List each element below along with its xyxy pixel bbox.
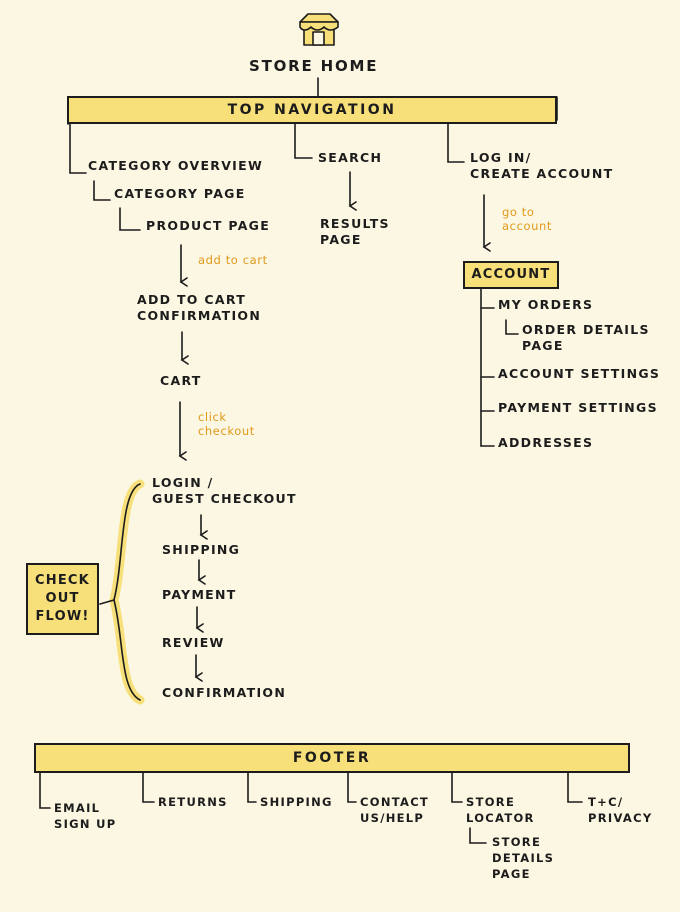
footer-tc-privacy: T+C/ PRIVACY xyxy=(588,795,653,825)
search: SEARCH xyxy=(318,150,383,165)
checkout-step-payment: PAYMENT xyxy=(162,587,237,602)
footer-label: FOOTER xyxy=(292,750,372,766)
note-go-to-account: go to account xyxy=(502,205,553,233)
store-home-title: STORE HOME xyxy=(249,57,379,75)
product-page: PRODUCT PAGE xyxy=(146,218,271,233)
cart: CART xyxy=(160,373,202,388)
account-label: ACCOUNT xyxy=(471,267,551,282)
account-payment-settings: PAYMENT SETTINGS xyxy=(498,400,658,415)
footer-store-locator: STORE LOCATOR xyxy=(466,795,535,825)
category-page: CATEGORY PAGE xyxy=(114,186,246,201)
add-to-cart-confirmation: ADD TO CART CONFIRMATION xyxy=(137,292,262,323)
account-box: ACCOUNT xyxy=(463,261,559,289)
account-order-details-page: ORDER DETAILS PAGE xyxy=(522,322,650,353)
note-add-to-cart: add to cart xyxy=(198,253,268,267)
checkout-step-login: LOGIN / GUEST CHECKOUT xyxy=(152,475,297,506)
footer-store-details-page: STORE DETAILS PAGE xyxy=(492,835,555,881)
category-overview: CATEGORY OVERVIEW xyxy=(88,158,264,173)
account-addresses: ADDRESSES xyxy=(498,435,594,450)
checkout-flow-label: CHECK OUT FLOW! xyxy=(35,573,90,624)
footer-email-sign-up: EMAIL SIGN UP xyxy=(54,801,117,831)
footer-returns: RETURNS xyxy=(158,795,228,809)
checkout-bracket-highlight xyxy=(109,479,145,705)
store-icon xyxy=(299,13,339,46)
log-in-create-account: LOG IN/ CREATE ACCOUNT xyxy=(470,150,614,181)
checkout-step-confirmation: CONFIRMATION xyxy=(162,685,287,700)
account-my-orders: MY ORDERS xyxy=(498,297,594,312)
top-navigation-label: TOP NAVIGATION xyxy=(227,102,397,118)
footer-contact-us-help: CONTACT US/HELP xyxy=(360,795,430,825)
checkout-step-review: REVIEW xyxy=(162,635,225,650)
footer-shipping: SHIPPING xyxy=(260,795,333,809)
account-settings: ACCOUNT SETTINGS xyxy=(498,366,661,381)
footer-bar: FOOTER xyxy=(34,743,630,773)
note-click-checkout: click checkout xyxy=(198,410,255,438)
top-navigation-bar: TOP NAVIGATION xyxy=(67,96,557,124)
results-page: RESULTS PAGE xyxy=(320,216,390,247)
checkout-step-shipping: SHIPPING xyxy=(162,542,241,557)
checkout-flow-box: CHECK OUT FLOW! xyxy=(26,563,99,635)
